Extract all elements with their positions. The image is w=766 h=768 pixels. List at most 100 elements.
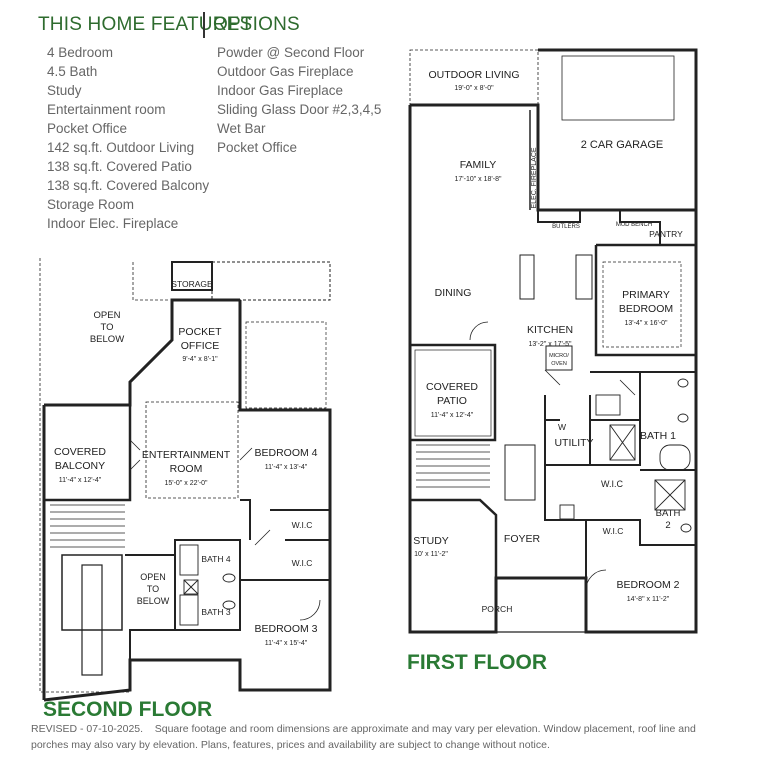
wic-label: W.I.C (292, 520, 313, 530)
kitchen-counter (575, 254, 593, 300)
open-to-below-label: TO (100, 322, 113, 333)
feature-item: 4.5 Bath (47, 64, 98, 79)
covered-balcony-dims: 11'-4" x 12'-4" (59, 477, 102, 484)
covered-patio-dims: 11'-4" x 12'-4" (431, 412, 474, 419)
family-dims: 17'-10" x 18'-8" (455, 176, 502, 183)
foyer-label: FOYER (504, 533, 541, 545)
utility-wall (544, 395, 591, 466)
family-label: FAMILY (460, 159, 497, 171)
interior-wall (44, 405, 132, 502)
option-item: Wet Bar (217, 121, 266, 136)
micro-oven (545, 345, 573, 371)
pocket-office-label: POCKET (178, 326, 222, 338)
second-floor-labels: OPEN TO BELOW STORAGE POCKET OFFICE 9'-4… (54, 279, 318, 647)
primary-bedroom-label: BEDROOM (619, 303, 673, 315)
roof-outline (39, 258, 130, 693)
first-floor-labels: OUTDOOR LIVING 19'-0" x 8'-0" 2 CAR GARA… (413, 69, 683, 614)
feature-item: 138 sq.ft. Covered Balcony (47, 178, 210, 193)
revised-date: REVISED - 07-10-2025. (31, 723, 144, 735)
features-title: THIS HOME FEATURES (38, 14, 253, 35)
roof-outline (132, 262, 170, 301)
features-list: 4 Bedroom 4.5 Bath Study Entertainment r… (47, 43, 209, 233)
exterior-wall (408, 103, 698, 634)
feature-item: Study (47, 83, 82, 98)
porch-label: PORCH (482, 604, 513, 614)
disclaimer-text: Square footage and room dimensions are a… (31, 723, 696, 751)
ceiling-outline (602, 261, 682, 348)
feature-item: Indoor Elec. Fireplace (47, 216, 179, 231)
pocket-office-dims: 9'-4" x 8'-1" (182, 356, 218, 363)
pocket-office-label: OFFICE (181, 340, 220, 352)
bedroom-3-dims: 11'-4" x 15'-4" (265, 640, 308, 647)
ceiling-outline (145, 401, 239, 499)
feature-item: 138 sq.ft. Covered Patio (47, 159, 192, 174)
bath-wall (590, 371, 696, 466)
bath-1-fixtures (595, 378, 691, 471)
option-item: Indoor Gas Fireplace (217, 83, 344, 98)
feature-item: 142 sq.ft. Outdoor Living (47, 140, 195, 155)
entertainment-room-label: ROOM (170, 463, 203, 475)
feature-item: Storage Room (47, 197, 135, 212)
first-floor-plan (408, 48, 698, 634)
option-item: Pocket Office (217, 140, 298, 155)
washer-label: W (558, 422, 566, 432)
second-floor-plan (39, 258, 332, 702)
bedroom-2-dims: 14'-8" x 11'-2" (627, 596, 670, 603)
butlers-label: BUTLERS (552, 224, 580, 230)
study-wall (410, 498, 498, 578)
feature-item: 4 Bedroom (47, 45, 114, 60)
outdoor-living-label: OUTDOOR LIVING (428, 69, 519, 81)
kitchen-dims: 13'-2" x 17'-5" (528, 341, 572, 348)
wic-primary-label: W.I.C (601, 479, 623, 489)
bath-2-fixtures (559, 479, 692, 533)
micro-oven-label: OVEN (551, 361, 567, 367)
footer-note: REVISED - 07-10-2025. Square footage and… (31, 721, 731, 753)
covered-balcony-label: COVERED (54, 446, 106, 458)
bath-2-label: BATH (656, 508, 681, 519)
bedroom-4-dims: 11'-4" x 13'-4" (265, 464, 308, 471)
wic-bedroom-2-label: W.I.C (603, 526, 624, 536)
covered-patio-label: COVERED (426, 381, 478, 393)
stairs (50, 504, 125, 676)
covered-balcony-label: BALCONY (55, 460, 105, 472)
options-title: OPTIONS (213, 14, 300, 35)
primary-bedroom-label: PRIMARY (622, 289, 670, 301)
study-dims: 10' x 11'-2" (414, 551, 448, 558)
feature-item: Entertainment room (47, 102, 166, 117)
open-to-below-label: TO (147, 584, 159, 594)
utility-label: UTILITY (554, 437, 593, 449)
bath-2-label: 2 (665, 520, 670, 531)
exterior-wall (43, 300, 332, 702)
covered-patio-wall (408, 343, 497, 442)
bedroom-2-label: BEDROOM 2 (616, 579, 679, 591)
covered-patio-label: PATIO (437, 395, 467, 407)
bath-4-label: BATH 4 (201, 554, 230, 564)
kitchen-label: KITCHEN (527, 324, 573, 336)
storage-label: STORAGE (171, 279, 213, 289)
exterior-wall (42, 298, 240, 700)
kitchen-island (519, 254, 535, 300)
entertainment-room-label: ENTERTAINMENT (142, 449, 231, 461)
feature-item: Pocket Office (47, 121, 128, 136)
options-list: Powder @ Second Floor Outdoor Gas Firepl… (217, 43, 381, 157)
wic-label: W.I.C (292, 558, 313, 568)
bath-3-label: BATH 3 (201, 607, 230, 617)
open-to-below-label: BELOW (137, 596, 170, 606)
first-floor-title: FIRST FLOOR (407, 651, 547, 674)
entertainment-room-dims: 15'-0" x 22'-0" (164, 480, 208, 487)
dining-label: DINING (435, 287, 472, 299)
porch (409, 578, 586, 633)
door-swings (469, 321, 636, 591)
open-area (245, 321, 327, 409)
garage-door (561, 55, 675, 121)
header-divider (203, 12, 205, 38)
attic-area (211, 261, 331, 301)
covered-patio-inner (414, 349, 492, 437)
bath-1-label: BATH 1 (640, 430, 676, 442)
bath-fixtures (179, 544, 236, 626)
second-floor-title: SECOND FLOOR (43, 698, 212, 721)
open-to-below-label: OPEN (94, 310, 121, 321)
interior-wall (240, 499, 331, 581)
bedroom-3-label: BEDROOM 3 (254, 623, 317, 635)
